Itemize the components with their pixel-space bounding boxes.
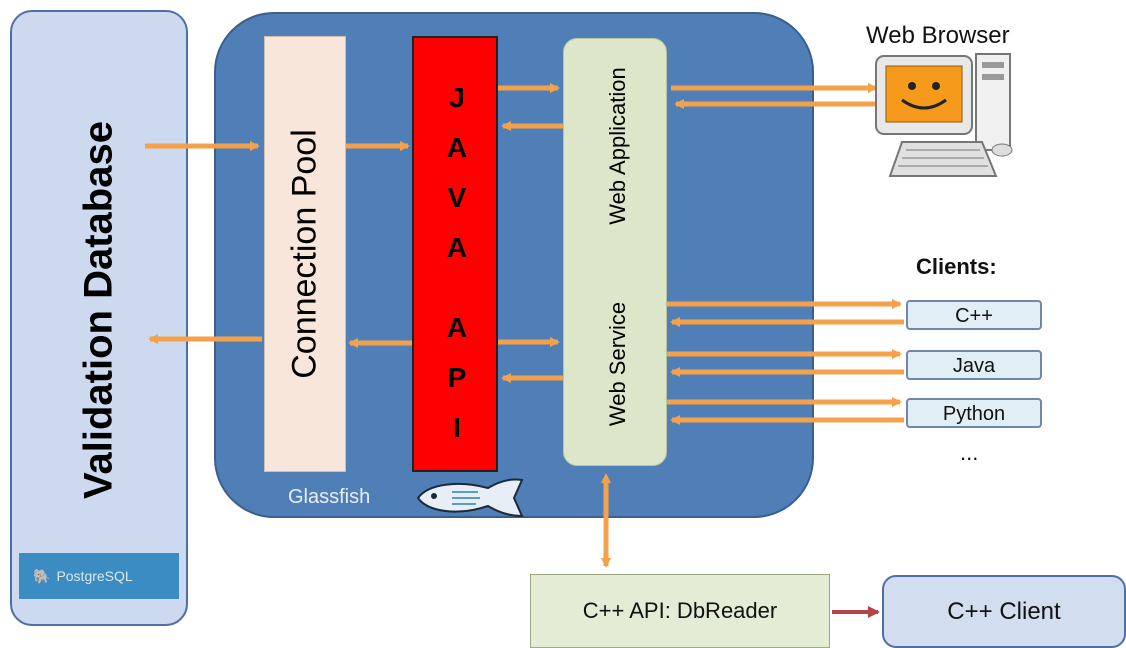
postgresql-logo-text: PostgreSQL: [56, 568, 133, 584]
cpp-client-label: C++ Client: [947, 597, 1061, 625]
web-tier-box: [563, 38, 667, 466]
client-cpp-box: C++: [906, 300, 1042, 330]
glassfish-label: Glassfish: [288, 486, 371, 508]
cpp-client-box: C++ Client: [882, 575, 1126, 648]
client-python-box: Python: [906, 398, 1042, 428]
java-api-letter: I: [453, 412, 461, 443]
java-api-box: J A V A A P I: [412, 36, 498, 472]
elephant-icon: 🐘: [33, 567, 51, 584]
more-clients-ellipsis: ...: [960, 440, 979, 465]
java-api-letter: A: [446, 312, 468, 343]
web-browser-label: Web Browser: [866, 22, 1010, 49]
dbreader-box: C++ API: DbReader: [530, 574, 830, 648]
java-api-letter: V: [447, 182, 467, 213]
java-api-letter: P: [447, 362, 467, 393]
connection-pool-box: [264, 36, 346, 472]
postgresql-logo: 🐘 PostgreSQL: [19, 553, 179, 599]
client-java-box: Java: [906, 350, 1042, 380]
java-api-letter: A: [446, 232, 468, 263]
dbreader-label: C++ API: DbReader: [582, 598, 778, 623]
validation-database-box: [10, 10, 188, 626]
java-api-letter: A: [446, 132, 468, 163]
clients-title: Clients:: [916, 254, 997, 279]
computer-icon: [875, 53, 1013, 177]
glassfish-fish-icon: [416, 478, 524, 518]
java-api-letter: J: [449, 82, 465, 113]
